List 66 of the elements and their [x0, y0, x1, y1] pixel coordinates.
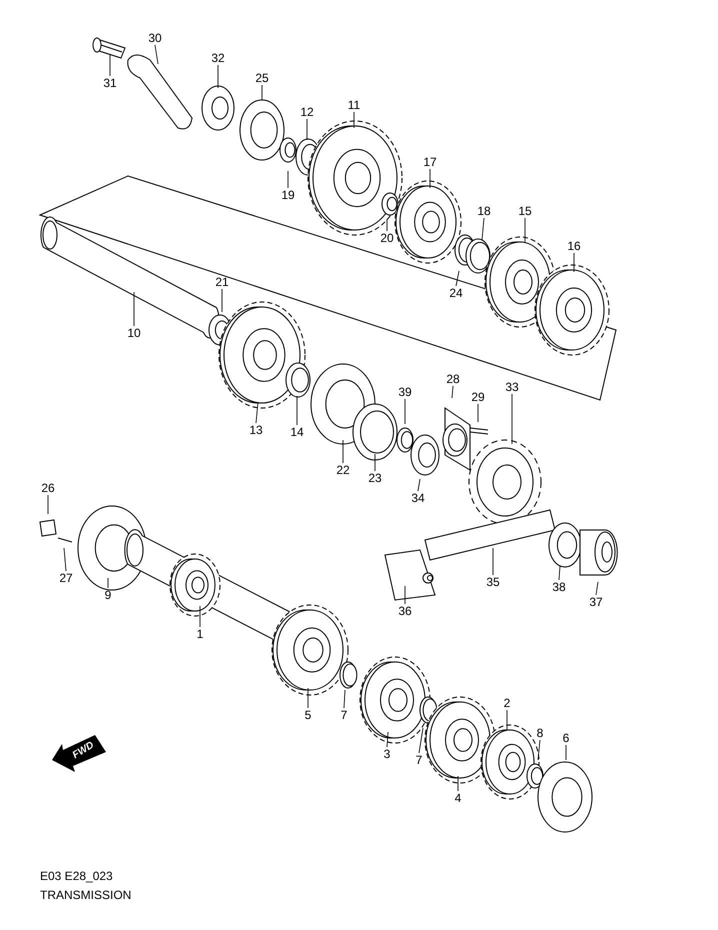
leader-line: [154, 44, 158, 64]
leader-line: [404, 586, 406, 604]
leader-line: [374, 454, 376, 472]
leader-line: [256, 402, 258, 424]
callout-number: 14: [290, 425, 304, 439]
callout-number: 1: [196, 627, 204, 641]
callout-number: 22: [336, 463, 350, 477]
leader-line: [386, 732, 388, 748]
callout-number: 10: [127, 326, 141, 340]
direction-label: FWD: [70, 740, 96, 762]
leader-line: [418, 478, 420, 492]
callout-number: 5: [304, 708, 312, 722]
leader-line: [296, 396, 298, 426]
callout-number: 29: [471, 390, 485, 404]
leader-line: [64, 548, 66, 572]
leader-line: [482, 218, 484, 240]
leader-line: [506, 710, 508, 730]
leader-line: [452, 386, 454, 398]
leader-line: [456, 270, 460, 286]
leader-line: [596, 582, 598, 596]
leader-line: [538, 740, 540, 760]
callout-number: 20: [380, 231, 394, 245]
callout-number: 28: [446, 372, 460, 386]
leader-line: [418, 728, 424, 754]
leader-line: [386, 218, 388, 232]
callout-number: 32: [211, 51, 225, 65]
callout-number: 6: [562, 731, 570, 745]
callout-number: 7: [340, 708, 348, 722]
callout-number: 4: [454, 791, 462, 805]
callout-number: 24: [449, 286, 463, 300]
callout-number: 35: [486, 575, 500, 589]
callout-number: 2: [504, 696, 510, 710]
caption: TRANSMISSION: [40, 888, 132, 902]
callout-number: 15: [518, 204, 532, 218]
callout-number: 25: [255, 71, 269, 85]
callout-number: 13: [249, 423, 263, 437]
callout-number: 17: [423, 155, 437, 169]
callout-number: 26: [41, 481, 55, 495]
callout-number: 7: [416, 753, 422, 767]
leader-line: [404, 398, 406, 424]
callout-number: 19: [281, 188, 295, 202]
callout-number: 34: [411, 491, 425, 505]
callout-number: 16: [567, 239, 581, 253]
callout-number: 18: [477, 204, 491, 218]
callout-number: 33: [505, 380, 519, 394]
callout-number: 12: [300, 105, 314, 119]
callout-number: 39: [398, 385, 412, 399]
callout-number: 11: [348, 98, 360, 112]
callout-number: 9: [104, 588, 112, 602]
callout-number: 30: [148, 31, 162, 45]
leader-line: [342, 440, 344, 464]
drawing-code: E03 E28_023: [40, 869, 113, 883]
callout-number: 8: [536, 726, 544, 740]
leader-line: [492, 548, 494, 576]
leader-line: [344, 690, 346, 708]
callout-number: 27: [59, 571, 73, 585]
leader-line: [306, 118, 308, 140]
leader-line: [524, 218, 526, 242]
callout-number: 38: [552, 580, 566, 594]
callout-number: 37: [589, 595, 603, 609]
callout-number: 3: [384, 747, 390, 761]
callout-number: 31: [103, 76, 117, 90]
callout-number: 21: [215, 275, 229, 289]
leader-line: [558, 566, 560, 580]
callout-number: 23: [368, 471, 382, 485]
callout-number: 36: [398, 604, 412, 618]
